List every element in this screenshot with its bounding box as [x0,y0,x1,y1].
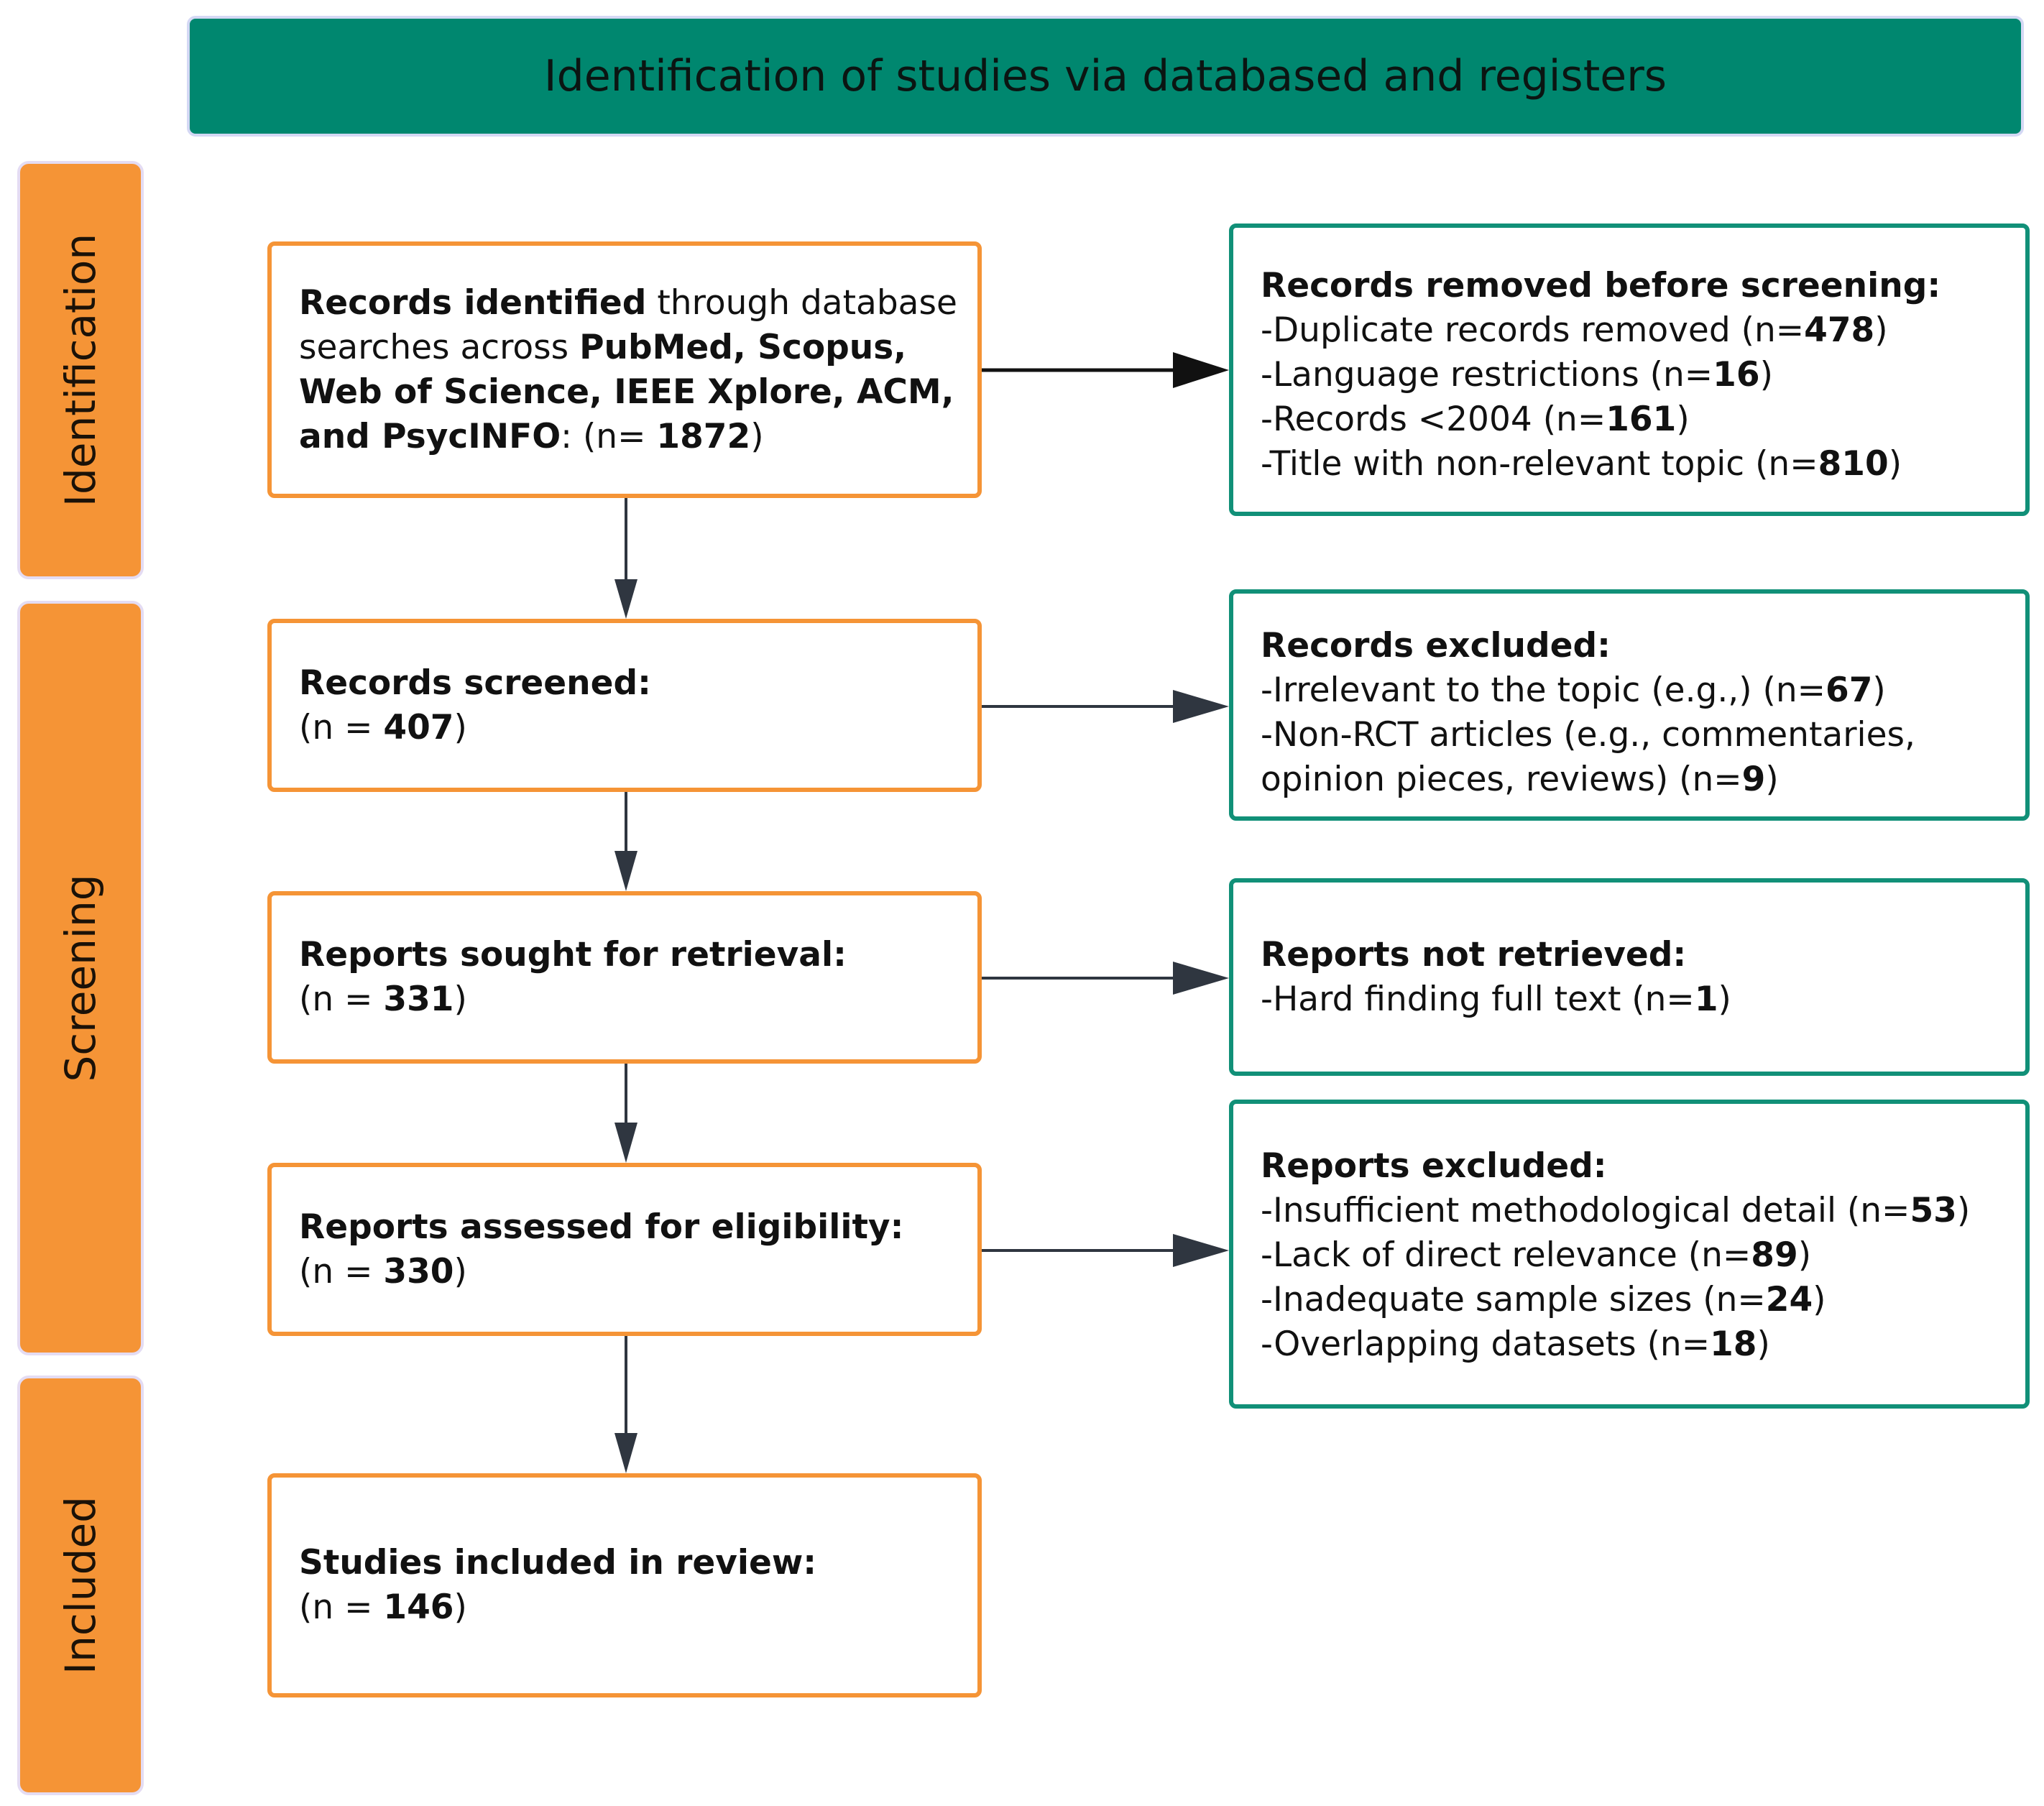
excluded-report-item: -Inadequate sample sizes (n=24) [1261,1280,1826,1319]
excluded-record-item: opinion pieces, reviews) (n=9) [1261,760,1779,799]
reports-assessed-box: Reports assessed for eligibility: (n = 3… [267,1163,982,1336]
records-identified-line-1: Records identified through database [299,282,957,323]
header-title: Identification of studies via databased … [543,51,1667,101]
removed-item: -Language restrictions (n=16) [1261,355,1773,395]
records-identified-box: Records identified through database sear… [267,241,982,498]
studies-included-count: (n = 146) [299,1588,467,1627]
excluded-record-item: -Non-RCT articles (e.g., commentaries, [1261,715,1915,755]
removed-item: -Title with non-relevant topic (n=810) [1261,444,1902,484]
arrow-sought-to-assessed [614,1064,637,1163]
records-screened-title: Records screened: [299,663,651,703]
reports-sought-box: Reports sought for retrieval: (n = 331) [267,891,982,1064]
not-retrieved-item: -Hard finding full text (n=1) [1261,979,1731,1019]
reports-excluded-box: Reports excluded: -Insufficient methodol… [1229,1100,2030,1409]
records-excluded-box: Records excluded: -Irrelevant to the top… [1229,589,2030,821]
excluded-report-item: -Overlapping datasets (n=18) [1261,1324,1770,1364]
reports-not-retrieved-box: Reports not retrieved: -Hard finding ful… [1229,878,2030,1076]
arrow-sought-to-not-retrieved [982,962,1229,995]
removed-item: -Duplicate records removed (n=478) [1261,310,1888,350]
arrow-assessed-to-excluded [982,1234,1229,1267]
arrow-identified-to-removed [982,352,1229,388]
excluded-report-item: -Insufficient methodological detail (n=5… [1261,1191,1971,1230]
records-identified-line-4: and PsycINFO: (n= 1872) [299,416,764,456]
records-removed-title: Records removed before screening: [1261,266,1941,305]
excluded-record-item: -Irrelevant to the topic (e.g.,) (n=67) [1261,671,1886,710]
removed-item: -Records <2004 (n=161) [1261,400,1690,439]
arrow-assessed-to-included [614,1336,637,1473]
reports-not-retrieved-title: Reports not retrieved: [1261,934,1687,975]
phase-identification: Identification [17,161,144,579]
arrow-identified-to-screened [614,498,637,619]
phase-included: Included [17,1376,144,1795]
reports-assessed-count: (n = 330) [299,1251,467,1291]
records-excluded-title: Records excluded: [1261,626,1611,665]
reports-assessed-title: Reports assessed for eligibility: [299,1207,904,1247]
records-screened-count: (n = 407) [299,707,467,747]
arrow-screened-to-sought [614,792,637,891]
records-screened-box: Records screened: (n = 407) [267,619,982,792]
reports-excluded-title: Reports excluded: [1261,1146,1607,1186]
phase-screening: Screening [17,601,144,1355]
arrow-screened-to-excluded [982,690,1229,723]
studies-included-box: Studies included in review: (n = 146) [267,1473,982,1697]
records-identified-line-3: Web of Science, IEEE Xplore, ACM, [299,372,954,412]
reports-sought-count: (n = 331) [299,980,467,1019]
records-removed-box: Records removed before screening: -Dupli… [1229,224,2030,516]
reports-sought-title: Reports sought for retrieval: [299,935,847,975]
studies-included-title: Studies included in review: [299,1543,817,1582]
excluded-report-item: -Lack of direct relevance (n=89) [1261,1235,1812,1275]
header-bar: Identification of studies via databased … [187,16,2024,137]
records-identified-line-2: searches across PubMed, Scopus, [299,327,907,367]
